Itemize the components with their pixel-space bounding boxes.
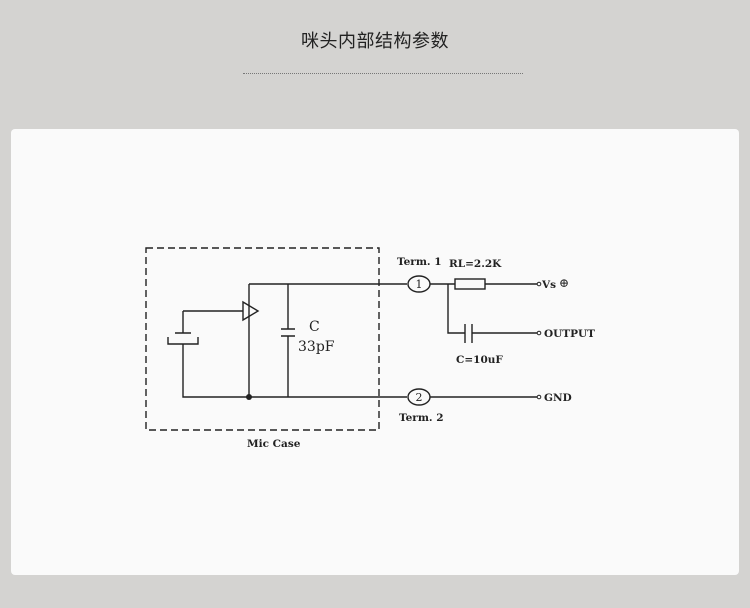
internal-capacitor <box>281 284 295 397</box>
diagram-panel <box>11 129 739 575</box>
load-resistor-label: RL=2.2K <box>449 258 502 270</box>
output-capacitor <box>464 324 473 343</box>
title-divider <box>243 73 523 74</box>
gnd-terminal-dot <box>536 394 542 400</box>
terminal-1-number: 1 <box>416 278 423 291</box>
gnd-label: GND <box>544 392 572 404</box>
vs-label: Vs <box>541 279 556 291</box>
fet-symbol <box>242 300 260 322</box>
output-terminal-dot <box>536 330 542 336</box>
internal-capacitor-value: 33pF <box>298 339 335 355</box>
mic-case-label: Mic Case <box>247 438 301 450</box>
diaphragm-wire <box>182 310 243 333</box>
internal-capacitor-name: C <box>309 319 320 335</box>
terminal-2-label: Term. 2 <box>399 412 444 424</box>
terminal-1-label: Term. 1 <box>397 256 442 268</box>
output-capacitor-label: C=10uF <box>456 354 503 366</box>
load-resistor <box>454 278 486 290</box>
output-wire <box>447 284 538 334</box>
page-title: 咪头内部结构参数 <box>301 31 449 52</box>
diaphragm-plate <box>167 332 199 345</box>
junction-dot <box>246 394 252 400</box>
vs-terminal-dot <box>536 281 542 287</box>
output-label: OUTPUT <box>544 328 595 340</box>
terminal-2-number: 2 <box>416 391 423 404</box>
vs-plus-symbol: ⊕ <box>559 276 569 290</box>
diaphragm-return-wire <box>182 344 407 398</box>
mic-case-box <box>145 247 380 431</box>
